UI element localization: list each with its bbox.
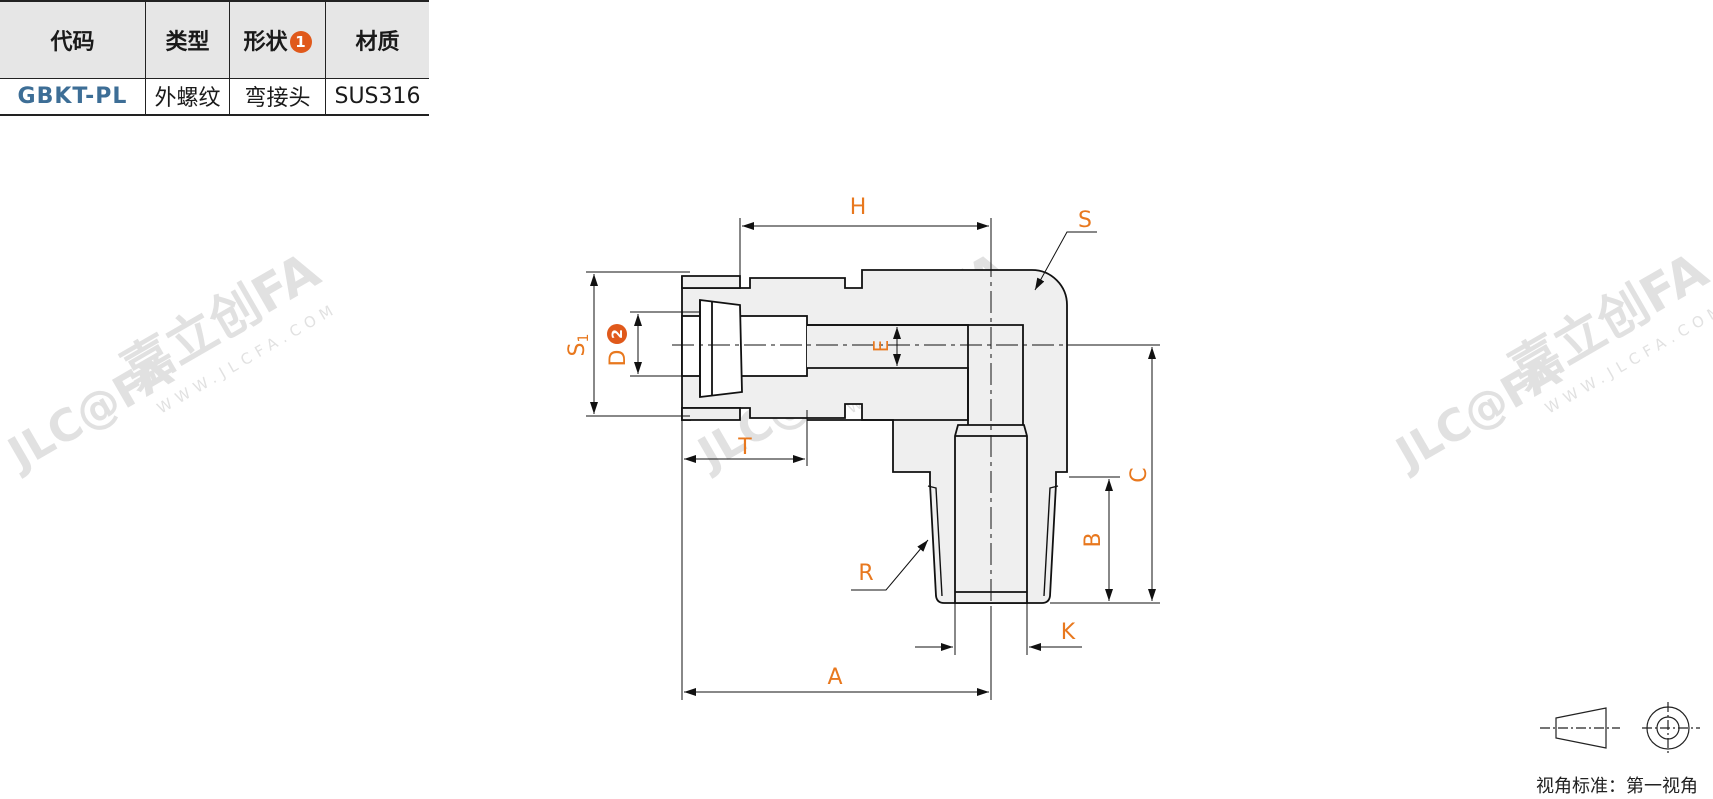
through-bore-fill [807, 326, 967, 368]
external-thread-right [1043, 485, 1059, 597]
cell-code: GBKT-PL [0, 78, 146, 115]
watermark-left: JLC@FA 嘉立创FA WWW.JLCFA.COM [0, 241, 341, 481]
dim-label-e: E [869, 340, 893, 353]
dim-label-d: D [606, 350, 631, 367]
cell-type: 外螺纹 [145, 78, 230, 115]
dimension-lines [586, 218, 1160, 700]
table-row: GBKT-PL 外螺纹 弯接头 SUS316 [0, 78, 429, 115]
header-material: 材质 [355, 29, 400, 55]
internal-passage [807, 324, 1024, 425]
watermark-right: JLC@FA 嘉立创FA WWW.JLCFA.COM [1385, 241, 1713, 481]
header-code: 代码 [0, 1, 146, 78]
cell-shape: 弯接头 [229, 78, 326, 115]
center-lines [672, 255, 1110, 610]
external-thread-left [927, 485, 943, 597]
dim-label-t: T [737, 435, 752, 460]
dim-label-k: K [1061, 620, 1076, 645]
ferrule [699, 298, 743, 399]
dim-label-s1: S1 [565, 334, 592, 357]
view-standard-label: 视角标准：第一视角 [1536, 776, 1698, 797]
dim-label-r: R [858, 561, 873, 586]
dim-label-a: A [827, 665, 842, 690]
shape-note-badge: 1 [289, 30, 312, 53]
dim-label-h: H [850, 195, 867, 220]
dim-label-c: C [1127, 467, 1152, 482]
dim-label-s: S [1078, 208, 1092, 233]
cell-material: SUS316 [334, 83, 421, 109]
d-note-badge [607, 324, 627, 344]
projection-symbol-icon [1540, 702, 1700, 754]
dimension-labels: H S S1 D 2 E T A C B R K [565, 195, 1152, 690]
d-note-number: 2 [610, 329, 626, 339]
header-type: 类型 [145, 1, 230, 78]
dim-label-b: B [1081, 532, 1106, 547]
